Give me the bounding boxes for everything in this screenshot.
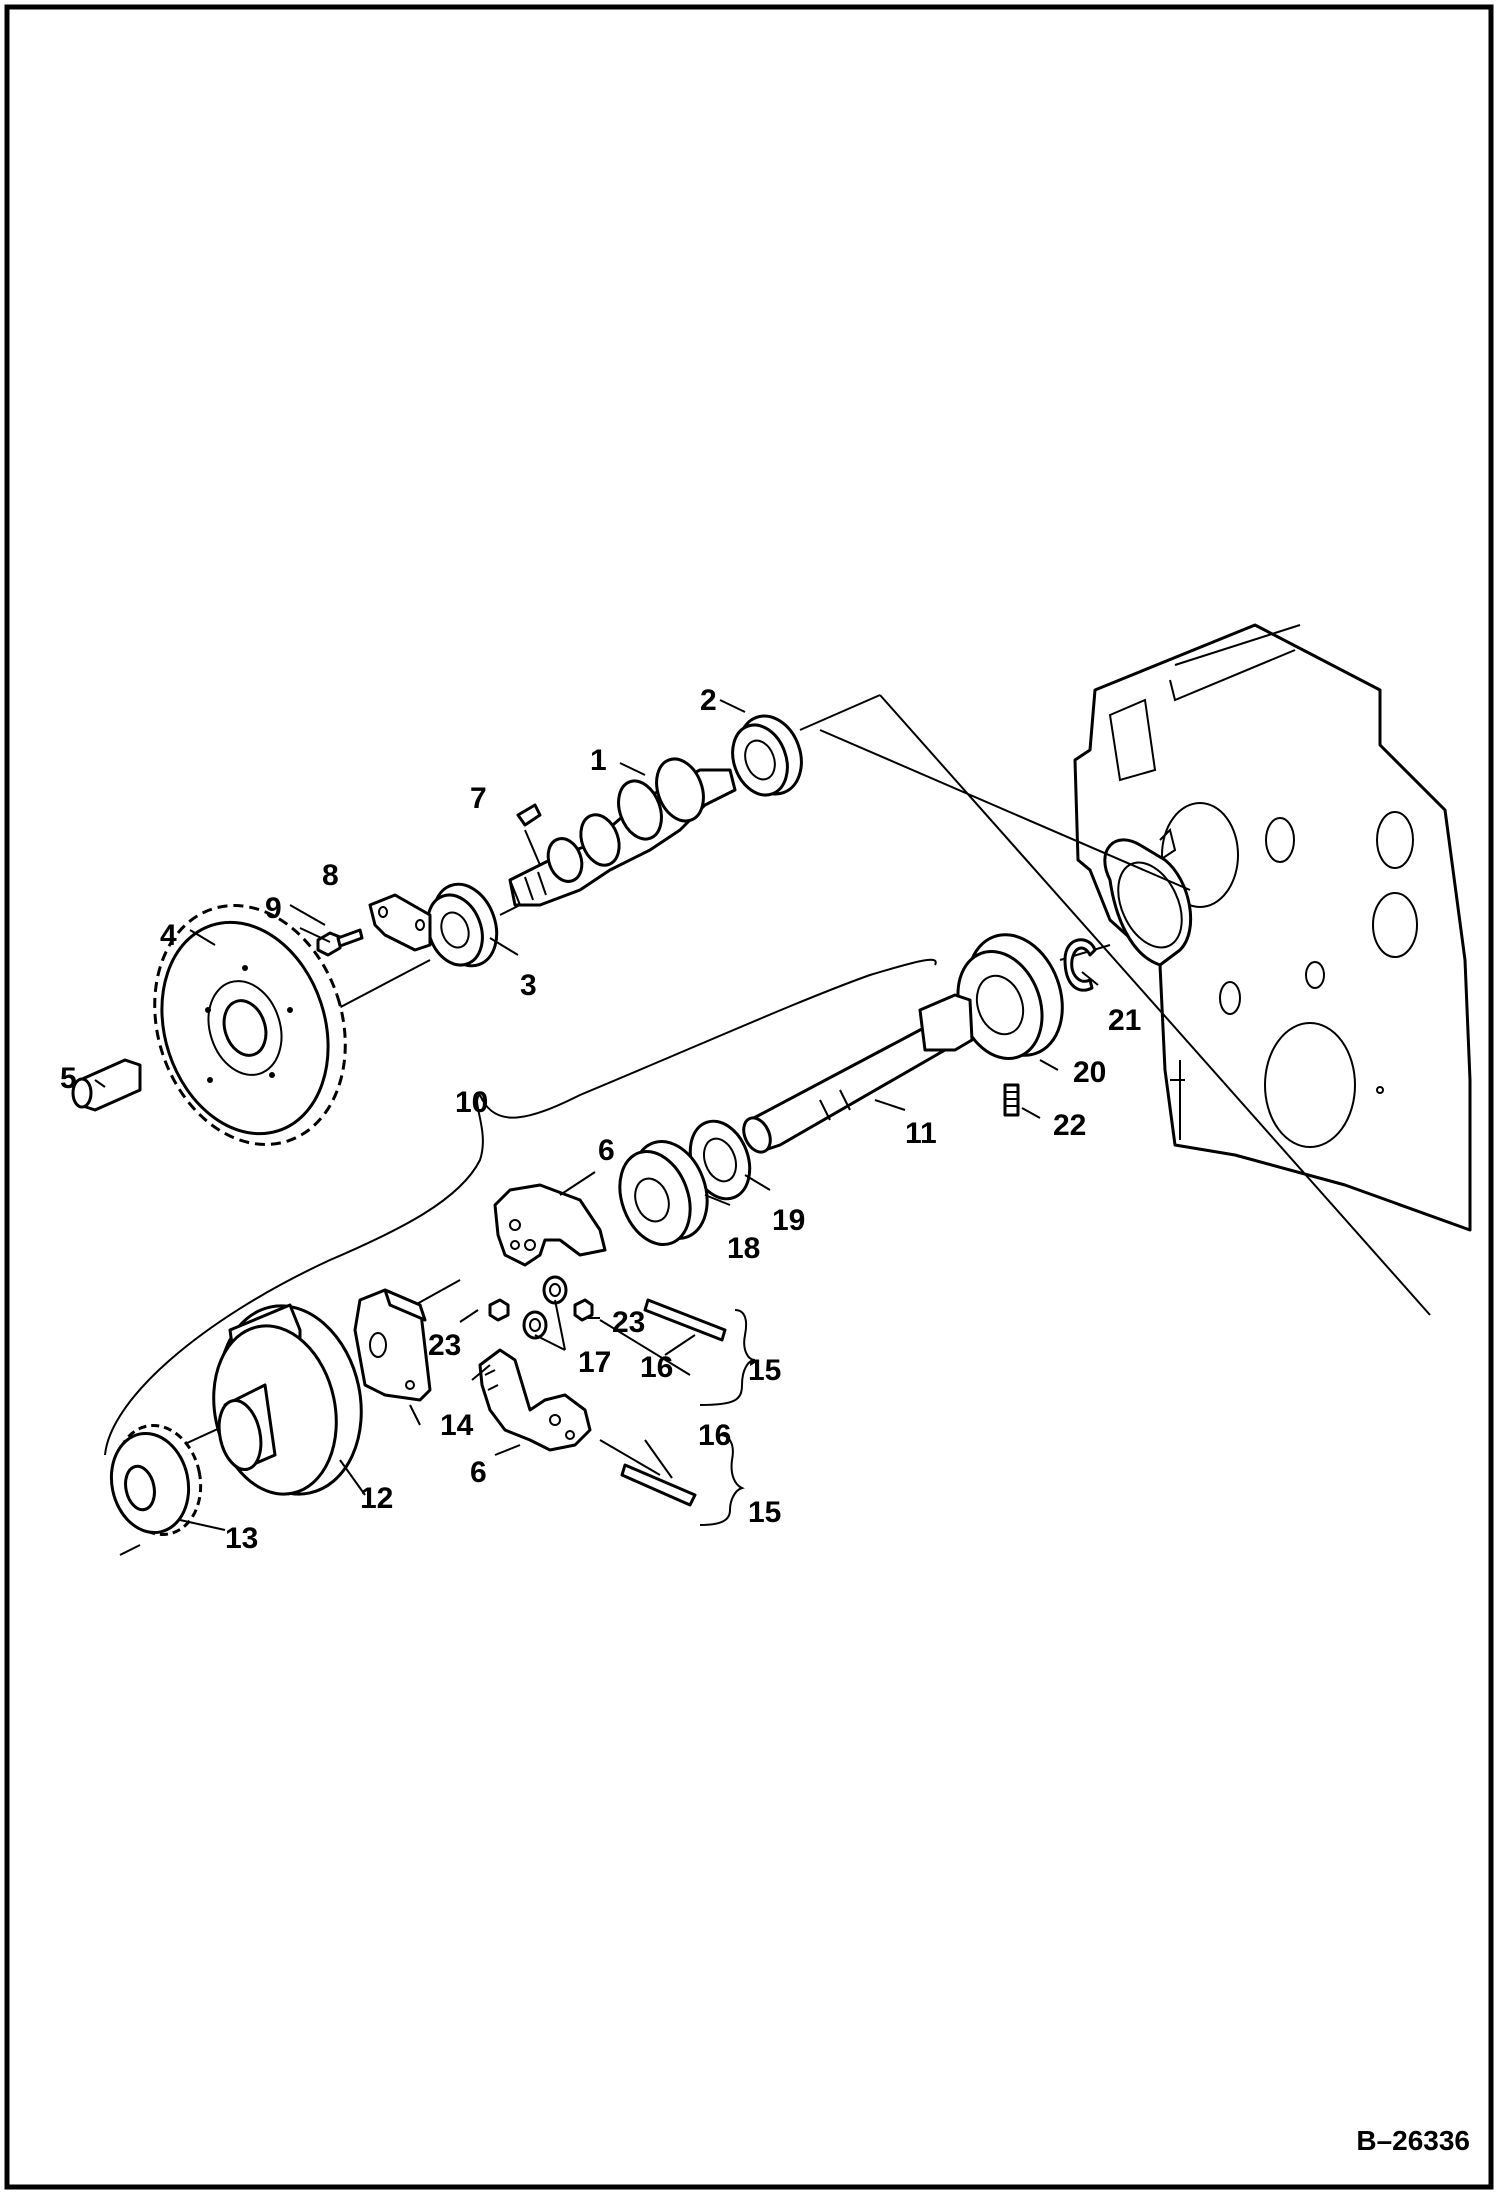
callout-6-lower: 6 — [470, 1456, 487, 1489]
sleeve-18 — [618, 1140, 709, 1246]
document-id: B–26336 — [1356, 2125, 1470, 2156]
callout-9: 9 — [265, 892, 282, 925]
pin-16-upper — [643, 1298, 727, 1342]
callout-labels: 1 2 3 4 5 6 6 7 8 9 10 11 12 13 14 15 15… — [60, 684, 1141, 1555]
callout-16-upper: 16 — [640, 1351, 673, 1384]
callout-2: 2 — [700, 684, 717, 717]
callout-11: 11 — [905, 1117, 937, 1150]
drum-12 — [212, 1303, 363, 1496]
group-10-outline — [104, 1094, 484, 1456]
screw-9 — [316, 928, 364, 957]
gear-4 — [153, 904, 347, 1146]
bearing-3 — [426, 882, 499, 968]
callout-10: 10 — [455, 1086, 488, 1119]
brace-15-upper — [699, 1309, 756, 1406]
key-7 — [516, 803, 542, 827]
callout-4: 4 — [160, 919, 177, 952]
callout-23-left: 23 — [428, 1329, 461, 1362]
callout-18: 18 — [727, 1232, 760, 1265]
snap-ring-21 — [1063, 938, 1097, 992]
callout-16-lower: 16 — [698, 1419, 731, 1452]
callout-3: 3 — [520, 969, 537, 1002]
gear-13 — [109, 1423, 203, 1537]
callout-23-right: 23 — [612, 1306, 645, 1339]
camshaft-1 — [508, 757, 737, 907]
leader-lines — [94, 699, 1099, 1531]
bearing-2 — [731, 714, 803, 797]
callout-14: 14 — [440, 1409, 474, 1442]
callout-1: 1 — [590, 744, 607, 777]
callout-5: 5 — [60, 1062, 77, 1095]
callout-19: 19 — [772, 1204, 805, 1237]
callout-17: 17 — [578, 1346, 611, 1379]
callout-22: 22 — [1053, 1109, 1086, 1142]
callout-13: 13 — [225, 1522, 258, 1555]
brace-15-lower — [699, 1434, 745, 1526]
callout-21: 21 — [1108, 1004, 1141, 1037]
bolts-23-nuts-17 — [488, 1275, 594, 1340]
callout-6-upper: 6 — [598, 1134, 615, 1167]
governor-shaft-11 — [742, 993, 974, 1154]
bracket-14 — [353, 1288, 432, 1402]
retainer-plate-8 — [368, 893, 432, 952]
pin-16-lower — [620, 1463, 697, 1507]
page-border — [4, 4, 1494, 2190]
callout-12: 12 — [360, 1482, 393, 1515]
callout-15-lower: 15 — [748, 1496, 781, 1529]
callout-20: 20 — [1073, 1056, 1106, 1089]
shaft-pin-5 — [71, 1058, 142, 1112]
bearing-20 — [956, 933, 1064, 1060]
callout-7: 7 — [470, 782, 487, 815]
callout-8: 8 — [322, 859, 339, 892]
engine-block — [1073, 623, 1472, 1232]
governor-weight-6-upper — [493, 1183, 607, 1267]
governor-weight-6-lower — [478, 1348, 592, 1452]
callout-15-upper: 15 — [748, 1354, 781, 1387]
